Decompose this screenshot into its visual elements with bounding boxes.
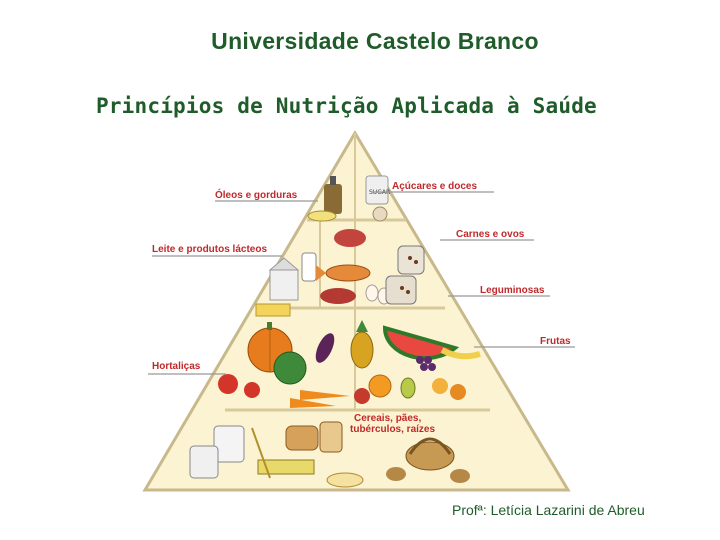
label-acucares: Açúcares e doces: [392, 181, 477, 192]
fish-icon: [316, 264, 371, 282]
slide-title: Universidade Castelo Branco: [211, 28, 539, 54]
eggplant-icon: [315, 333, 335, 363]
pineapple-icon: [350, 320, 374, 369]
basket-icon: [405, 437, 455, 471]
label-hortalicas: Hortaliças: [152, 361, 201, 372]
cheese-icon: [255, 303, 291, 317]
beans-bag-icon: [385, 245, 425, 305]
pyramid-shape: [142, 130, 571, 492]
milk-carton-icon: [268, 257, 300, 301]
orange-icon: [368, 374, 466, 400]
label-leguminosas: Leguminosas: [480, 285, 545, 296]
cabbage-icon: [273, 351, 307, 385]
label-cereais-line2: tubérculos, raízes: [350, 424, 435, 435]
milk-bottle-icon: [301, 252, 317, 282]
carrot-icon: [290, 390, 350, 408]
rice-plate-icon: [326, 472, 364, 488]
wheat-icon: [251, 427, 271, 479]
potato-icon: [386, 467, 470, 483]
oil-bottle-icon: [307, 176, 342, 222]
author-credit: Profª: Letícia Lazarini de Abreu: [452, 502, 645, 518]
bread-icon: [285, 421, 343, 453]
grapes-icon: [416, 356, 436, 371]
label-carnes: Carnes e ovos: [456, 229, 525, 240]
pear-icon: [400, 377, 416, 399]
label-cereais-line1: Cereais, pães,: [354, 413, 421, 424]
apple-icon: [354, 388, 370, 404]
tomato-icon: [218, 374, 260, 398]
leader-lines: [148, 191, 575, 375]
banana-icon: [440, 347, 481, 360]
flour-bag-icon: [189, 425, 245, 479]
pasta-icon: [257, 459, 315, 475]
meat-icon: [320, 229, 366, 304]
food-pyramid: SUGAR: [142, 130, 575, 492]
slide-subtitle: Princípios de Nutrição Aplicada à Saúde: [96, 94, 597, 118]
label-frutas: Frutas: [540, 336, 571, 347]
label-leite: Leite e produtos lácteos: [152, 244, 267, 255]
label-oleos: Óleos e gorduras: [215, 188, 298, 201]
